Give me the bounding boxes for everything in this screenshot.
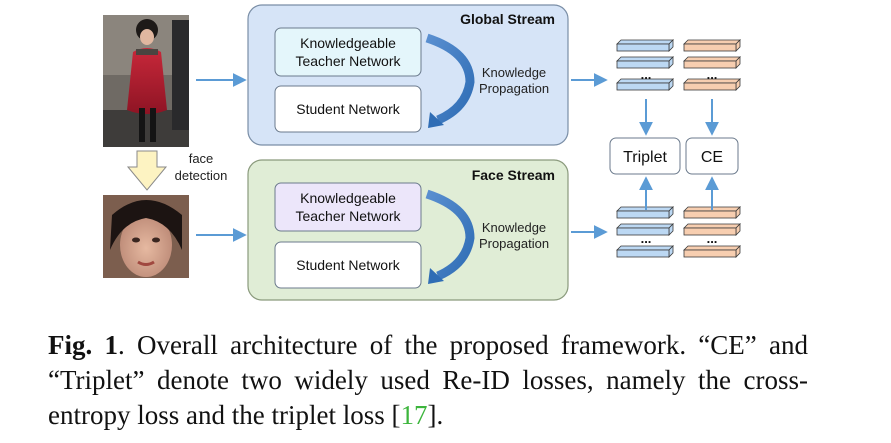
face-student-label: Student Network — [296, 257, 400, 273]
architecture-diagram: face detection Global Stream Knowledgeab… — [103, 4, 741, 301]
global-orange-feature-bar — [683, 56, 741, 69]
face-teacher-label-line2: Teacher Network — [295, 208, 401, 224]
face-blue-features-ellipsis: ... — [641, 231, 652, 246]
face-orange-features-ellipsis: ... — [707, 231, 718, 246]
figure-caption: Fig. 1. Overall architecture of the prop… — [48, 328, 808, 433]
face-detection-label-line2: detection — [175, 168, 228, 183]
face-stream-box: Face Stream Knowledgeable Teacher Networ… — [247, 159, 569, 301]
global-student-network-box — [274, 85, 422, 133]
global-orange-feature-bar — [683, 78, 741, 91]
face-blue-feature-bar — [616, 223, 674, 236]
global-knowledge-label-line2: Propagation — [479, 81, 549, 96]
global-knowledge-label-line1: Knowledge — [482, 65, 546, 80]
triplet-loss-label: Triplet — [623, 149, 667, 166]
global-teacher-label-line2: Teacher Network — [295, 53, 401, 69]
global-teacher-network-box — [274, 27, 422, 77]
global-teacher-label-line1: Knowledgeable — [300, 35, 396, 51]
global-stream-title: Global Stream — [460, 11, 555, 27]
ce-loss-box: CE — [685, 137, 739, 175]
global-stream-box: Global Stream Knowledgeable Teacher Netw… — [247, 4, 569, 146]
face-knowledge-label-line1: Knowledge — [482, 220, 546, 235]
caption-text: . Overall architecture of the proposed f… — [48, 330, 808, 430]
ce-loss-label: CE — [701, 149, 723, 166]
global-blue-feature-bar — [616, 78, 674, 91]
face-teacher-label-line1: Knowledgeable — [300, 190, 396, 206]
face-orange-feature-bar — [683, 223, 741, 236]
face-orange-feature-bar — [683, 245, 741, 258]
caption-text-end: ]. — [427, 400, 444, 430]
person-full-body-image — [103, 15, 189, 147]
face-knowledge-propagation-arrow — [425, 189, 475, 281]
global-orange-feature-bar — [683, 39, 741, 52]
face-student-network-box — [274, 241, 422, 289]
face-teacher-network-box — [274, 182, 422, 232]
face-knowledge-label-line2: Propagation — [479, 236, 549, 251]
face-detection-arrow — [126, 150, 168, 191]
cropped-face-image — [103, 195, 189, 278]
global-blue-feature-bar — [616, 39, 674, 52]
face-detection-label-line1: face — [189, 151, 214, 166]
feature-vectors — [616, 39, 741, 258]
triplet-loss-box: Triplet — [609, 137, 681, 175]
global-blue-feature-bar — [616, 56, 674, 69]
global-student-label: Student Network — [296, 101, 400, 117]
caption-figure-label: Fig. 1 — [48, 330, 118, 360]
face-blue-feature-bar — [616, 206, 674, 219]
global-orange-features-ellipsis: ... — [707, 67, 718, 82]
global-blue-features-ellipsis: ... — [641, 67, 652, 82]
face-stream-title: Face Stream — [472, 167, 555, 183]
caption-citation-link[interactable]: 17 — [400, 400, 428, 430]
face-blue-feature-bar — [616, 245, 674, 258]
global-knowledge-propagation-arrow — [425, 33, 475, 125]
